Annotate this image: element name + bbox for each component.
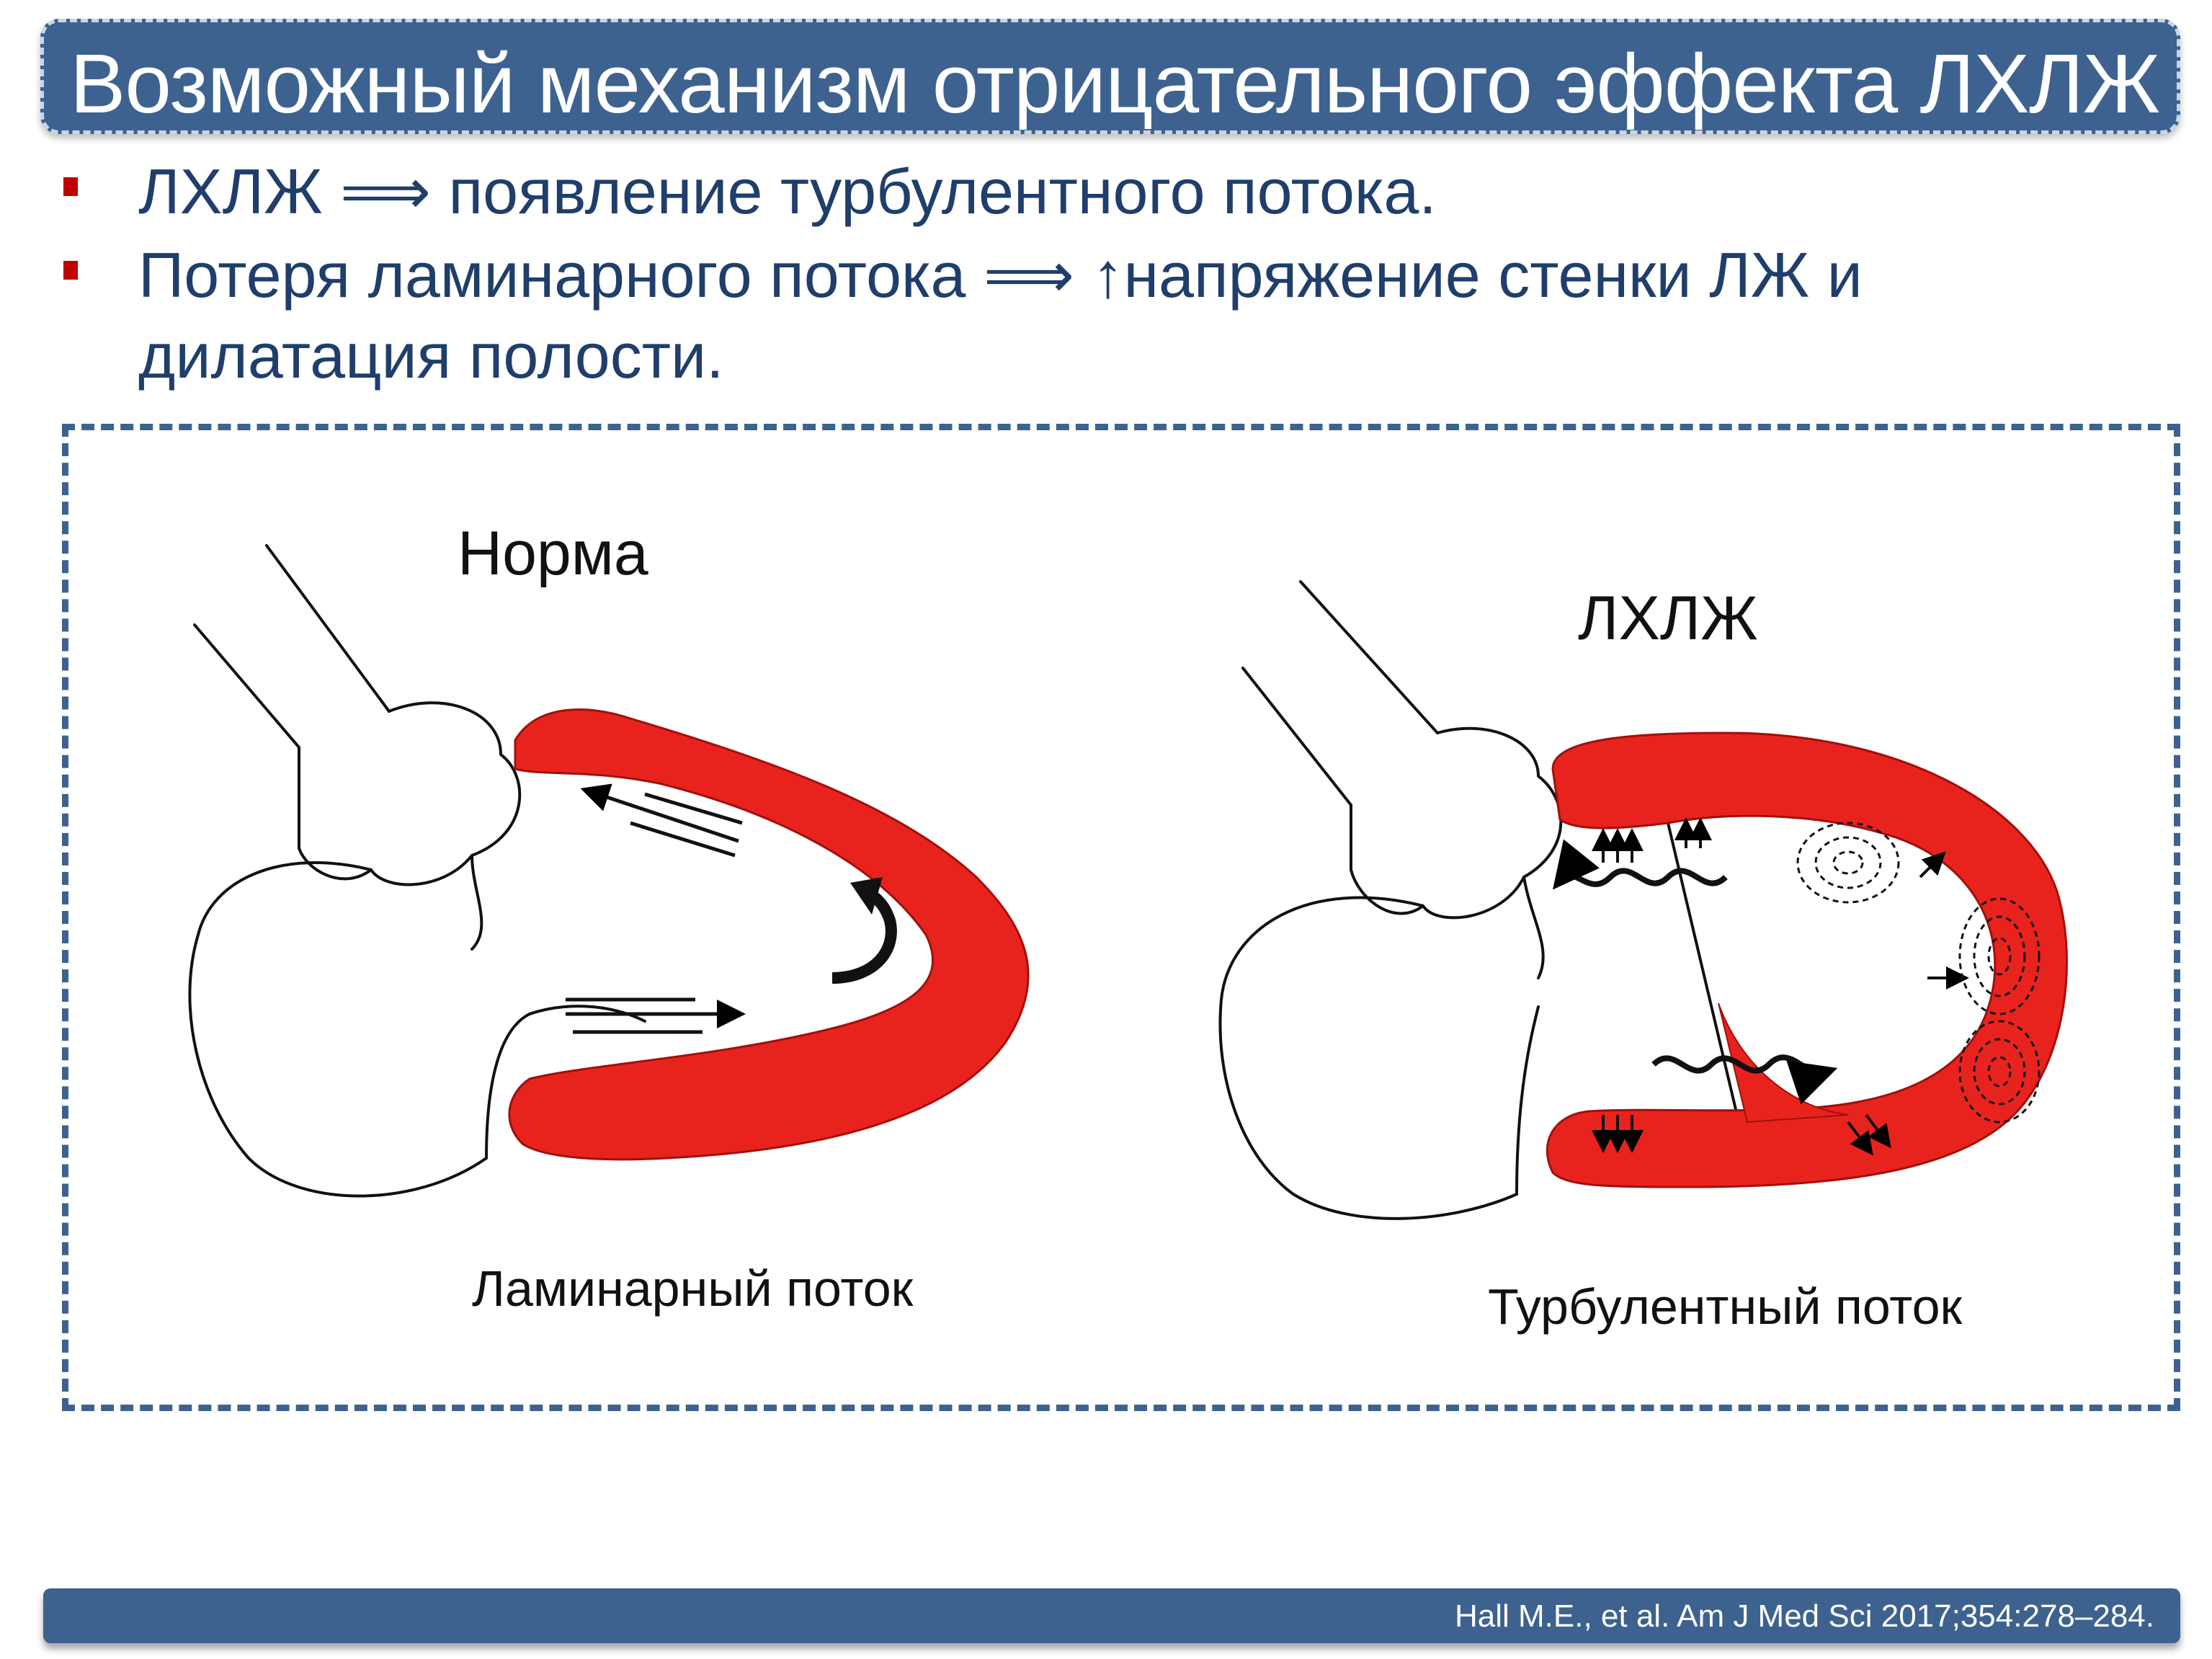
normal-heart-illustration xyxy=(188,544,646,1198)
heart-flow-diagram: Норма Ламинарный поток xyxy=(188,519,2068,1335)
reference-citation: Hall M.E., et al. Am J Med Sci 2017;354:… xyxy=(1455,1598,2154,1634)
lvh-heart-illustration xyxy=(1218,580,1749,1220)
lvh-heading: ЛХЛЖ xyxy=(1578,584,1758,653)
title-bar: Возможный механизм отрицательного эффект… xyxy=(40,19,2180,134)
normal-myocardium xyxy=(508,708,1030,1161)
bullet-item: Потеря ламинарного потока ⟹ ↑напряжение … xyxy=(58,235,2084,396)
lvh-caption: Турбулентный поток xyxy=(1488,1278,1963,1335)
footer-bar: Hall M.E., et al. Am J Med Sci 2017;354:… xyxy=(43,1588,2180,1643)
normal-heading: Норма xyxy=(458,519,648,588)
bullet-marker-icon xyxy=(63,177,78,196)
vortex-swirls xyxy=(1796,822,2041,1124)
lvh-myocardium xyxy=(1546,731,2068,1188)
slide-title: Возможный механизм отрицательного эффект… xyxy=(70,37,2160,130)
bullet-item: ЛХЛЖ ⟹ появление турбулентного потока. xyxy=(58,151,2147,232)
bullet-marker-icon xyxy=(63,261,78,280)
normal-caption: Ламинарный поток xyxy=(472,1260,914,1317)
bullet-list: ЛХЛЖ ⟹ появление турбулентного потока. П… xyxy=(58,151,2147,396)
figure-frame: Норма Ламинарный поток xyxy=(62,424,2180,1411)
bullet-text: ЛХЛЖ ⟹ появление турбулентного потока. xyxy=(138,156,1437,227)
turbulent-flow-arrows xyxy=(1552,817,1969,1156)
bullet-text: Потеря ламинарного потока ⟹ ↑напряжение … xyxy=(138,239,1863,391)
laminar-flow-arrows xyxy=(566,783,897,1034)
